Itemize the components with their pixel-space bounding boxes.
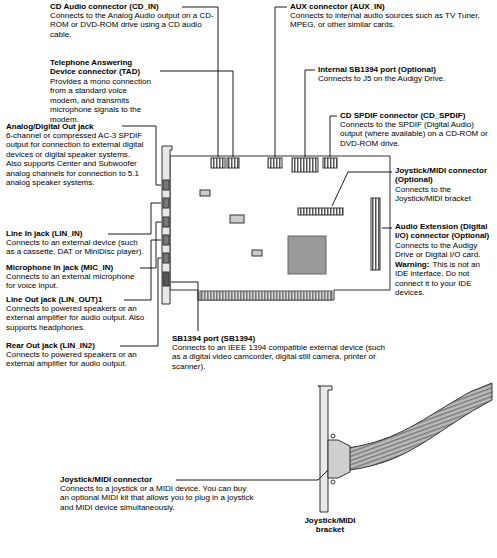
callout-text: Connects to the SPDIF (Digital Audio) ou… xyxy=(340,120,492,148)
callout-heading: Line In jack (LIN_IN) xyxy=(6,229,146,238)
callout-text: Connects to a joystick or a MIDI device.… xyxy=(60,484,255,512)
callout-heading: Internal SB1394 port (Optional) xyxy=(318,65,490,74)
callout-text: Connects to internal audio sources such … xyxy=(290,11,485,30)
callout-text: Connects to an external device (such as … xyxy=(6,238,146,257)
joystick-midi-bracket xyxy=(318,383,492,512)
sound-card xyxy=(162,146,390,304)
callout-heading: Audio Extension (Digital I/O) connector … xyxy=(395,222,493,241)
callout-heading: Microphone In jack (MIC_IN) xyxy=(6,263,146,272)
callout-text: Connects to an external microphone for v… xyxy=(6,272,146,291)
callout-heading: Rear Out jack (LIN_IN2) xyxy=(6,341,146,350)
callout-heading: CD SPDIF connector (CD_SPDIF) xyxy=(340,111,492,120)
callout-heading: AUX connector (AUX_IN) xyxy=(290,2,485,11)
callout-text: Connects to powered speakers or an exter… xyxy=(6,304,146,332)
callout-heading: Joystick/MIDI connector (Optional) xyxy=(395,166,493,185)
callout-text: Provides a mono connection from a standa… xyxy=(50,77,158,124)
callout-heading: Joystick/MIDI connector xyxy=(60,475,255,484)
callout-heading: Analog/Digital Out jack xyxy=(6,122,146,131)
warning-note: Warning:This is not an IDE interface. Do… xyxy=(395,260,493,298)
callout-heading: Joystick/MIDI bracket xyxy=(290,516,370,535)
callout-text: Connects to an IEEE 1394 compatible exte… xyxy=(172,343,387,371)
callout-heading: CD Audio connector (CD_IN) xyxy=(50,2,215,11)
callout-text: Connects to J5 on the Audigy Drive. xyxy=(318,74,490,83)
callout-text: Connects to the Audigy Drive or Digital … xyxy=(395,241,493,260)
callout-text: Connects to powered speakers or an exter… xyxy=(6,350,146,369)
callout-heading: SB1394 port (SB1394) xyxy=(172,334,387,343)
callout-text: 6-channel or compressed AC-3 SPDIF outpu… xyxy=(6,131,146,188)
callout-text: Connects to the Analog Audio output on a… xyxy=(50,11,215,39)
callout-heading: Line Out jack (LIN_OUT)1 xyxy=(6,295,146,304)
callout-text: Connects to the Joystick/MIDI bracket xyxy=(395,185,493,204)
callout-heading: Telephone Answering Device connector (TA… xyxy=(50,58,158,77)
warning-heading: Warning: xyxy=(395,260,429,269)
